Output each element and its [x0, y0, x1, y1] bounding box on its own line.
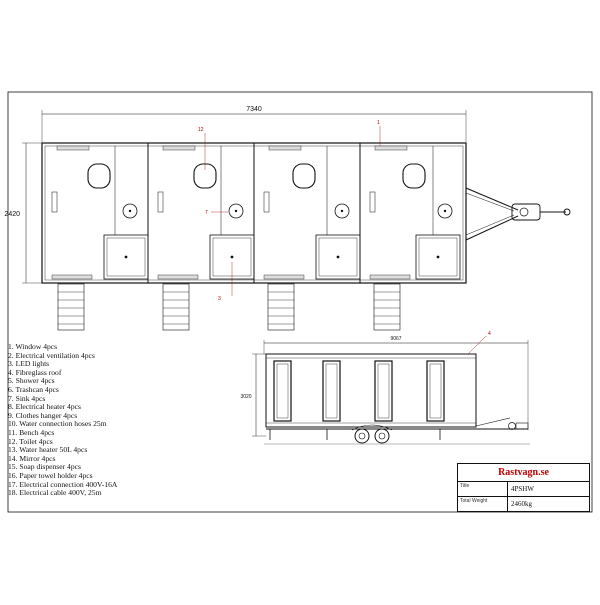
door — [426, 360, 445, 422]
legend-item: 13. Water heater 50L 4pcs — [8, 445, 88, 455]
legend-item: 16. Paper towel holder 4pcs — [8, 470, 93, 480]
brand-name: Rastvagn.se — [458, 464, 589, 482]
vent-icon — [162, 145, 196, 151]
legend-item: 2. Electrical ventilation 4pcs — [8, 350, 95, 360]
toilet-icon — [292, 163, 316, 189]
sink-icon — [122, 203, 138, 219]
legend-item: 1. Window 4pcs — [8, 342, 58, 351]
compartment-1 — [51, 145, 149, 280]
sink-icon — [334, 203, 350, 219]
title-value: 4PSHW — [511, 485, 534, 493]
legend-item: 14. Mirror 4pcs — [8, 453, 56, 463]
callout-label: 7 — [205, 210, 208, 216]
bench-icon — [51, 191, 58, 213]
legend-item: 6. Trashcan 4pcs — [8, 384, 59, 394]
length-dimension-label: 7340 — [246, 106, 262, 113]
door — [374, 360, 393, 422]
legend-item: 10. Water connection hoses 25m — [8, 419, 107, 429]
legend-item: 3. LED lights — [8, 359, 50, 369]
bench-icon — [369, 191, 376, 213]
vent-icon — [56, 145, 90, 151]
toilet-icon — [402, 163, 426, 189]
step-1 — [57, 283, 85, 331]
vent-icon — [268, 145, 302, 151]
parts-legend: 1. Window 4pcs 2. Electrical ventilation… — [8, 342, 238, 498]
legend-item: 17. Electrical connection 400V-16A — [8, 479, 118, 489]
weight-label: Total Weight — [458, 497, 508, 511]
step-3 — [267, 283, 295, 331]
drawbar — [465, 187, 571, 241]
side-doors — [273, 360, 445, 422]
door — [273, 360, 292, 422]
title-label: Title — [458, 482, 508, 496]
weight-value: 2460kg — [511, 500, 532, 508]
top-view: 7340 2420 — [4, 106, 571, 331]
hitch-head — [511, 203, 541, 221]
coupling-icon — [563, 208, 571, 216]
callout-label: 3 — [218, 296, 221, 302]
callout-label: 12 — [198, 127, 204, 133]
compartment-4 — [369, 145, 461, 280]
legend-item: 9. Clothes hanger 4pcs — [8, 410, 78, 420]
legend-item: 12. Toilet 4pcs — [8, 436, 53, 446]
drawing-frame — [7, 91, 593, 513]
legend-item: 11. Bench 4pcs — [8, 427, 55, 437]
vent-icon — [374, 145, 408, 151]
side-view: 9067 3020 — [240, 331, 530, 445]
legend-item: 8. Electrical heater 4pcs — [8, 402, 81, 412]
sink-icon — [228, 203, 244, 219]
callout-label: 4 — [488, 331, 491, 337]
door — [322, 360, 341, 422]
weight-row: Total Weight 2460kg — [458, 497, 589, 511]
legend-item: 18. Electrical cable 400V, 25m — [8, 488, 102, 498]
side-length-dimension-label: 9067 — [390, 336, 401, 342]
bench-icon — [157, 191, 164, 213]
trailer-side-body — [265, 353, 477, 428]
legend-item: 5. Shower 4pcs — [8, 376, 55, 386]
width-dimension-label: 2420 — [4, 211, 20, 218]
shower-tray-icon — [103, 234, 149, 280]
step-4 — [373, 283, 401, 331]
step-2 — [162, 283, 190, 331]
bench-icon — [263, 191, 270, 213]
shower-tray-icon — [315, 234, 361, 280]
legend-item: 4. Fibreglass roof — [8, 367, 62, 377]
wheel-arch — [351, 424, 393, 431]
legend-item: 15. Soap dispenser 4pcs — [8, 462, 81, 472]
callout-label: 1 — [377, 120, 380, 126]
top-view-callouts: 1 12 7 3 — [198, 120, 381, 302]
entry-steps — [57, 283, 401, 331]
height-dimension-label: 3020 — [240, 394, 251, 400]
shower-tray-icon — [415, 234, 461, 280]
toilet-icon — [87, 163, 111, 189]
legend-item: 7. Sink 4pcs — [8, 393, 46, 403]
title-row: Title 4PSHW — [458, 482, 589, 497]
jockey-wheel — [508, 422, 516, 430]
wheel — [354, 428, 370, 444]
wheel — [374, 428, 390, 444]
compartment-3 — [263, 145, 361, 280]
title-block: Rastvagn.se Title 4PSHW Total Weight 246… — [457, 463, 590, 512]
sink-icon — [437, 203, 453, 219]
